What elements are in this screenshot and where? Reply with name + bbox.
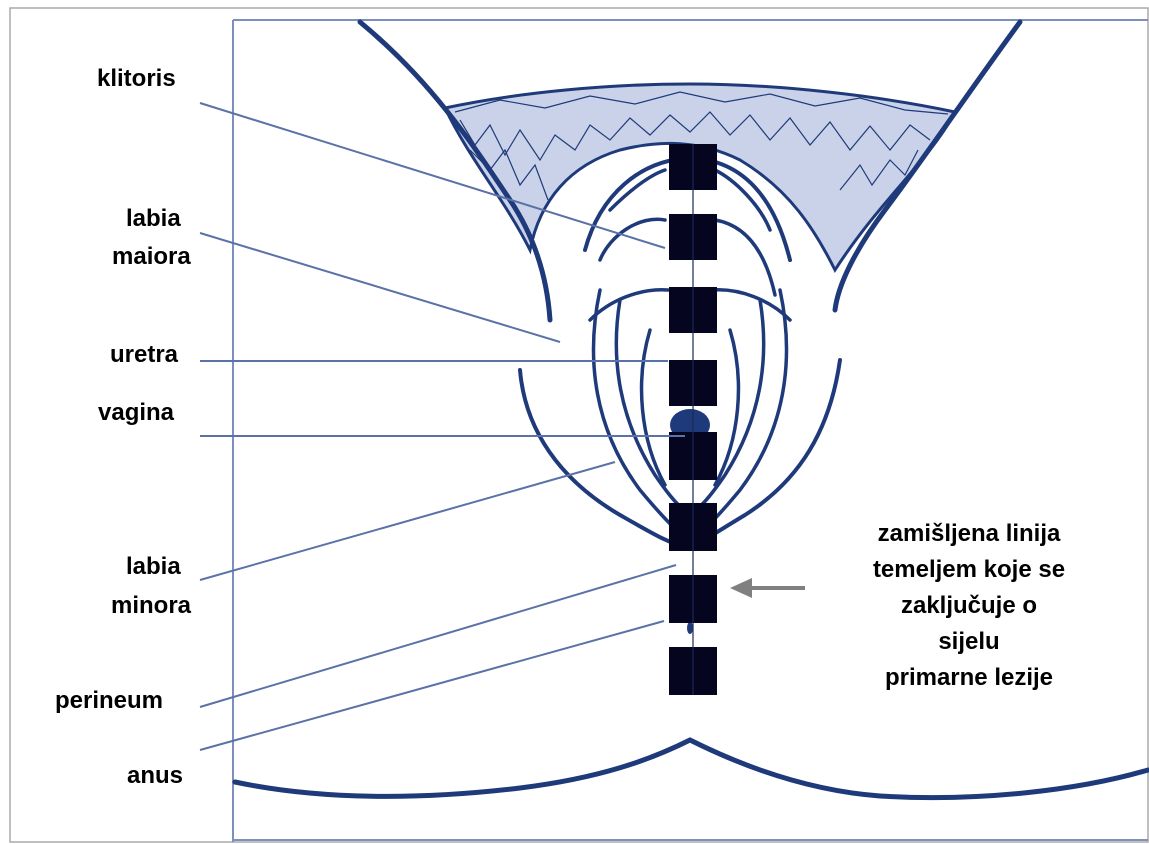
midline-note-line: primarne lezije [834,660,1104,696]
label-klitoris: klitoris [97,65,176,93]
label-anus: anus [127,762,183,790]
leader-perineum [200,565,676,707]
midline-note-line: sijelu [834,624,1104,660]
anus-mark [687,622,693,634]
midline-note: zamišljena linija temeljem koje se zaklj… [834,516,1104,696]
label-labia-minora-line2: minora [111,592,191,620]
label-vagina: vagina [98,399,174,427]
label-perineum: perineum [55,687,163,715]
label-labia-maiora-line2: maiora [112,243,191,271]
label-uretra: uretra [110,341,178,369]
midline-note-line: zaključuje o [834,588,1104,624]
leader-labia-minora [200,462,615,580]
label-labia-maiora-line1: labia [126,205,181,233]
arrow-icon [730,578,805,598]
midline-note-line: temeljem koje se [834,552,1104,588]
label-labia-minora-line1: labia [126,553,181,581]
midline-note-line: zamišljena linija [834,516,1104,552]
leader-lines [200,103,685,750]
leader-labia-maiora [200,233,560,342]
